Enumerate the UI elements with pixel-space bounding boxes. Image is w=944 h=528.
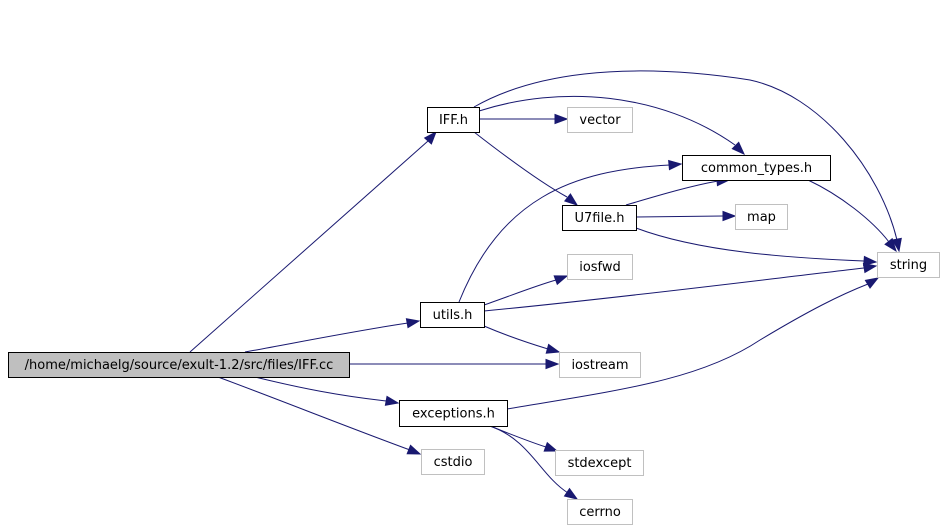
node-label: common_types.h [701, 161, 812, 176]
node-label: U7file.h [575, 211, 625, 226]
edge-utils-h-to-common-types-h [458, 159, 683, 303]
edge-root-to-iff-h [189, 130, 437, 353]
node-iosfwd: iosfwd [567, 254, 633, 280]
node-box [555, 450, 644, 476]
edge-root-to-iostream [349, 358, 560, 370]
edge-root-to-cstdio [217, 376, 422, 455]
edge-utils-h-to-iosfwd [483, 275, 569, 306]
edge-line [244, 322, 409, 353]
edge-line [807, 179, 890, 243]
edge-line [217, 376, 411, 451]
edge-iff-h-to-vector [479, 113, 569, 125]
node-box [559, 352, 641, 378]
node-label: cstdio [434, 455, 473, 470]
node-box [427, 107, 480, 133]
node-exceptions-h[interactable]: exceptions.h [399, 400, 508, 427]
node-box [735, 204, 788, 230]
edge-utils-h-to-string [483, 262, 878, 312]
edge-utils-h-to-iostream [483, 325, 561, 354]
arrowhead-icon [863, 255, 878, 267]
arrowhead-icon [543, 441, 559, 452]
node-utils-h[interactable]: utils.h [420, 302, 485, 328]
edge-line [625, 180, 719, 206]
arrowhead-icon [384, 395, 400, 406]
edge-line [189, 140, 429, 353]
edge-u7file-h-to-string [635, 227, 878, 267]
nodes-layer: /home/michaelg/source/exult-1.2/src/file… [8, 107, 940, 525]
node-label: iosfwd [579, 260, 621, 275]
arrowhead-icon [891, 237, 902, 253]
node-box [567, 107, 633, 133]
node-box [421, 449, 485, 475]
node-box [682, 155, 831, 181]
node-map: map [735, 204, 788, 230]
node-label: /home/michaelg/source/exult-1.2/src/file… [25, 358, 334, 373]
node-root[interactable]: /home/michaelg/source/exult-1.2/src/file… [8, 352, 350, 378]
node-box [877, 252, 940, 278]
arrowhead-icon [545, 343, 561, 354]
edge-line [483, 279, 557, 306]
edge-iff-h-to-common-types-h [478, 95, 746, 156]
node-label: cerrno [579, 505, 621, 520]
node-vector: vector [567, 107, 633, 133]
edge-root-to-utils-h [244, 318, 421, 353]
node-box [399, 400, 508, 427]
node-common-types-h[interactable]: common_types.h [682, 155, 831, 181]
edge-line [489, 425, 569, 494]
edge-line [483, 267, 865, 312]
arrowhead-icon [554, 113, 569, 125]
edges-layer [189, 70, 902, 500]
arrowhead-icon [731, 141, 746, 156]
edge-iff-h-to-string [473, 70, 902, 253]
arrowhead-icon [668, 159, 683, 171]
edge-line [473, 131, 568, 198]
node-label: stdexcept [568, 456, 632, 471]
edge-line [473, 70, 898, 241]
edge-exceptions-h-to-cerrno [489, 425, 579, 500]
node-string: string [877, 252, 940, 278]
node-label: IFF.h [439, 113, 468, 128]
node-label: vector [579, 113, 621, 128]
node-u7file-h[interactable]: U7file.h [562, 205, 637, 231]
arrowhead-icon [423, 130, 437, 145]
arrowhead-icon [545, 358, 560, 370]
edge-line [635, 215, 724, 218]
node-box [562, 205, 637, 231]
node-stdexcept: stdexcept [555, 450, 644, 476]
edge-line [458, 164, 671, 303]
edge-root-to-exceptions-h [254, 376, 400, 406]
edge-u7file-h-to-map [635, 210, 737, 222]
edge-common-types-h-to-string [807, 179, 897, 253]
arrowhead-icon [563, 193, 579, 206]
edge-line [254, 376, 388, 402]
node-label: exceptions.h [412, 407, 495, 422]
edge-line [483, 325, 549, 350]
node-label: utils.h [433, 308, 473, 323]
edge-line [635, 227, 865, 262]
node-label: iostream [571, 358, 628, 373]
edge-iff-h-to-u7file-h [473, 131, 579, 206]
edge-line [478, 95, 736, 146]
arrowhead-icon [864, 277, 880, 289]
arrowhead-icon [884, 237, 897, 253]
arrowhead-icon [406, 444, 422, 455]
node-cstdio: cstdio [421, 449, 485, 475]
edge-line [506, 283, 869, 410]
node-box [8, 352, 350, 378]
arrowhead-icon [862, 262, 878, 274]
arrowhead-icon [405, 318, 421, 329]
node-iff-h[interactable]: IFF.h [427, 107, 480, 133]
node-label: map [747, 210, 776, 225]
node-label: string [890, 258, 927, 273]
node-box [567, 499, 633, 525]
node-box [567, 254, 633, 280]
arrowhead-icon [563, 487, 579, 500]
node-box [420, 302, 485, 328]
arrowhead-icon [722, 210, 737, 222]
node-iostream: iostream [559, 352, 641, 378]
node-cerrno: cerrno [567, 499, 633, 525]
edge-exceptions-h-to-string [506, 277, 880, 410]
arrowhead-icon [553, 275, 569, 286]
